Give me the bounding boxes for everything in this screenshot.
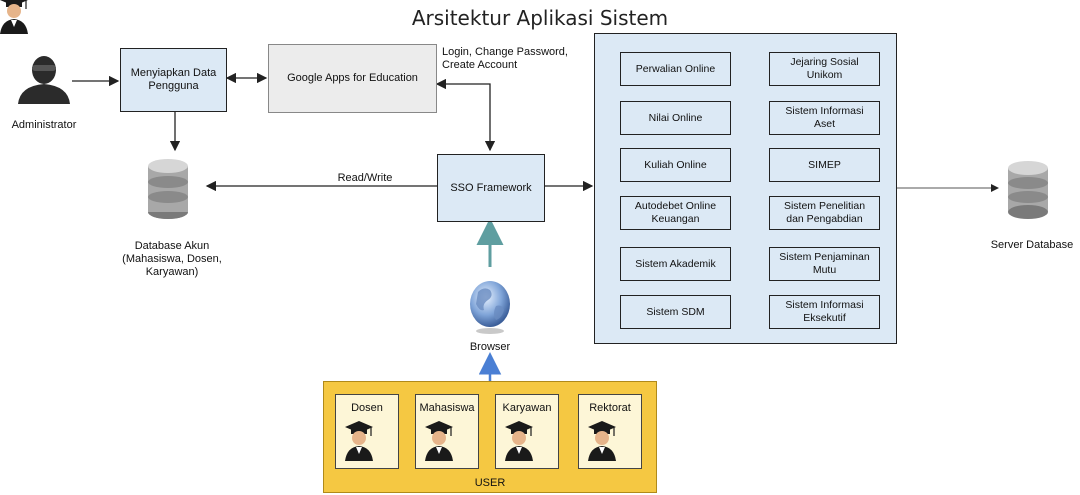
user-card-mahasiswa: Mahasiswa (415, 394, 479, 469)
user-group-label: USER (474, 477, 506, 489)
app-simep: SIMEP (769, 148, 880, 182)
user-role-label: Rektorat (589, 402, 631, 414)
user-role-label: Mahasiswa (419, 402, 475, 414)
app-nilai-online: Nilai Online (620, 101, 731, 135)
app-autodebet-online: Autodebet Online Keuangan (620, 196, 731, 230)
prepare-user-data-box: Menyiapkan Data Pengguna (120, 48, 227, 112)
app-jejaring-sosial: Jejaring Sosial Unikom (769, 52, 880, 86)
sso-framework-box: SSO Framework (437, 154, 545, 222)
user-role-label: Dosen (351, 402, 383, 414)
server-database-label: Server Database (990, 239, 1074, 251)
app-kuliah-online: Kuliah Online (620, 148, 731, 182)
app-perwalian-online: Perwalian Online (620, 52, 731, 86)
edge-google-sso (435, 78, 496, 152)
app-sistem-penelitian: Sistem Penelitian dan Pengabdian (769, 196, 880, 230)
user-group-panel: Dosen Mahasiswa Karyawan Rektorat USER (323, 381, 657, 493)
app-sistem-informasi-eksekutif: Sistem Informasi Eksekutif (769, 295, 880, 329)
browser-label: Browser (469, 341, 511, 353)
app-sistem-sdm: Sistem SDM (620, 295, 731, 329)
google-apps-box: Google Apps for Education (268, 44, 437, 113)
app-sistem-akademik: Sistem Akademik (620, 247, 731, 281)
database-akun-label: Database Akun (Mahasiswa, Dosen, Karyawa… (122, 240, 222, 278)
user-role-label: Karyawan (502, 402, 552, 414)
app-sistem-informasi-aset: Sistem Informasi Aset (769, 101, 880, 135)
diagram-title: Arsitektur Aplikasi Sistem (411, 6, 669, 30)
app-sistem-penjaminan-mutu: Sistem Penjaminan Mutu (769, 247, 880, 281)
user-card-dosen: Dosen (335, 394, 399, 469)
applications-panel: Perwalian Online Jejaring Sosial Unikom … (594, 33, 897, 344)
google-edge-label: Login, Change Password, Create Account (442, 46, 568, 71)
read-write-label: Read/Write (337, 172, 393, 184)
administrator-label: Administrator (11, 119, 77, 131)
user-card-rektorat: Rektorat (578, 394, 642, 469)
user-card-karyawan: Karyawan (495, 394, 559, 469)
